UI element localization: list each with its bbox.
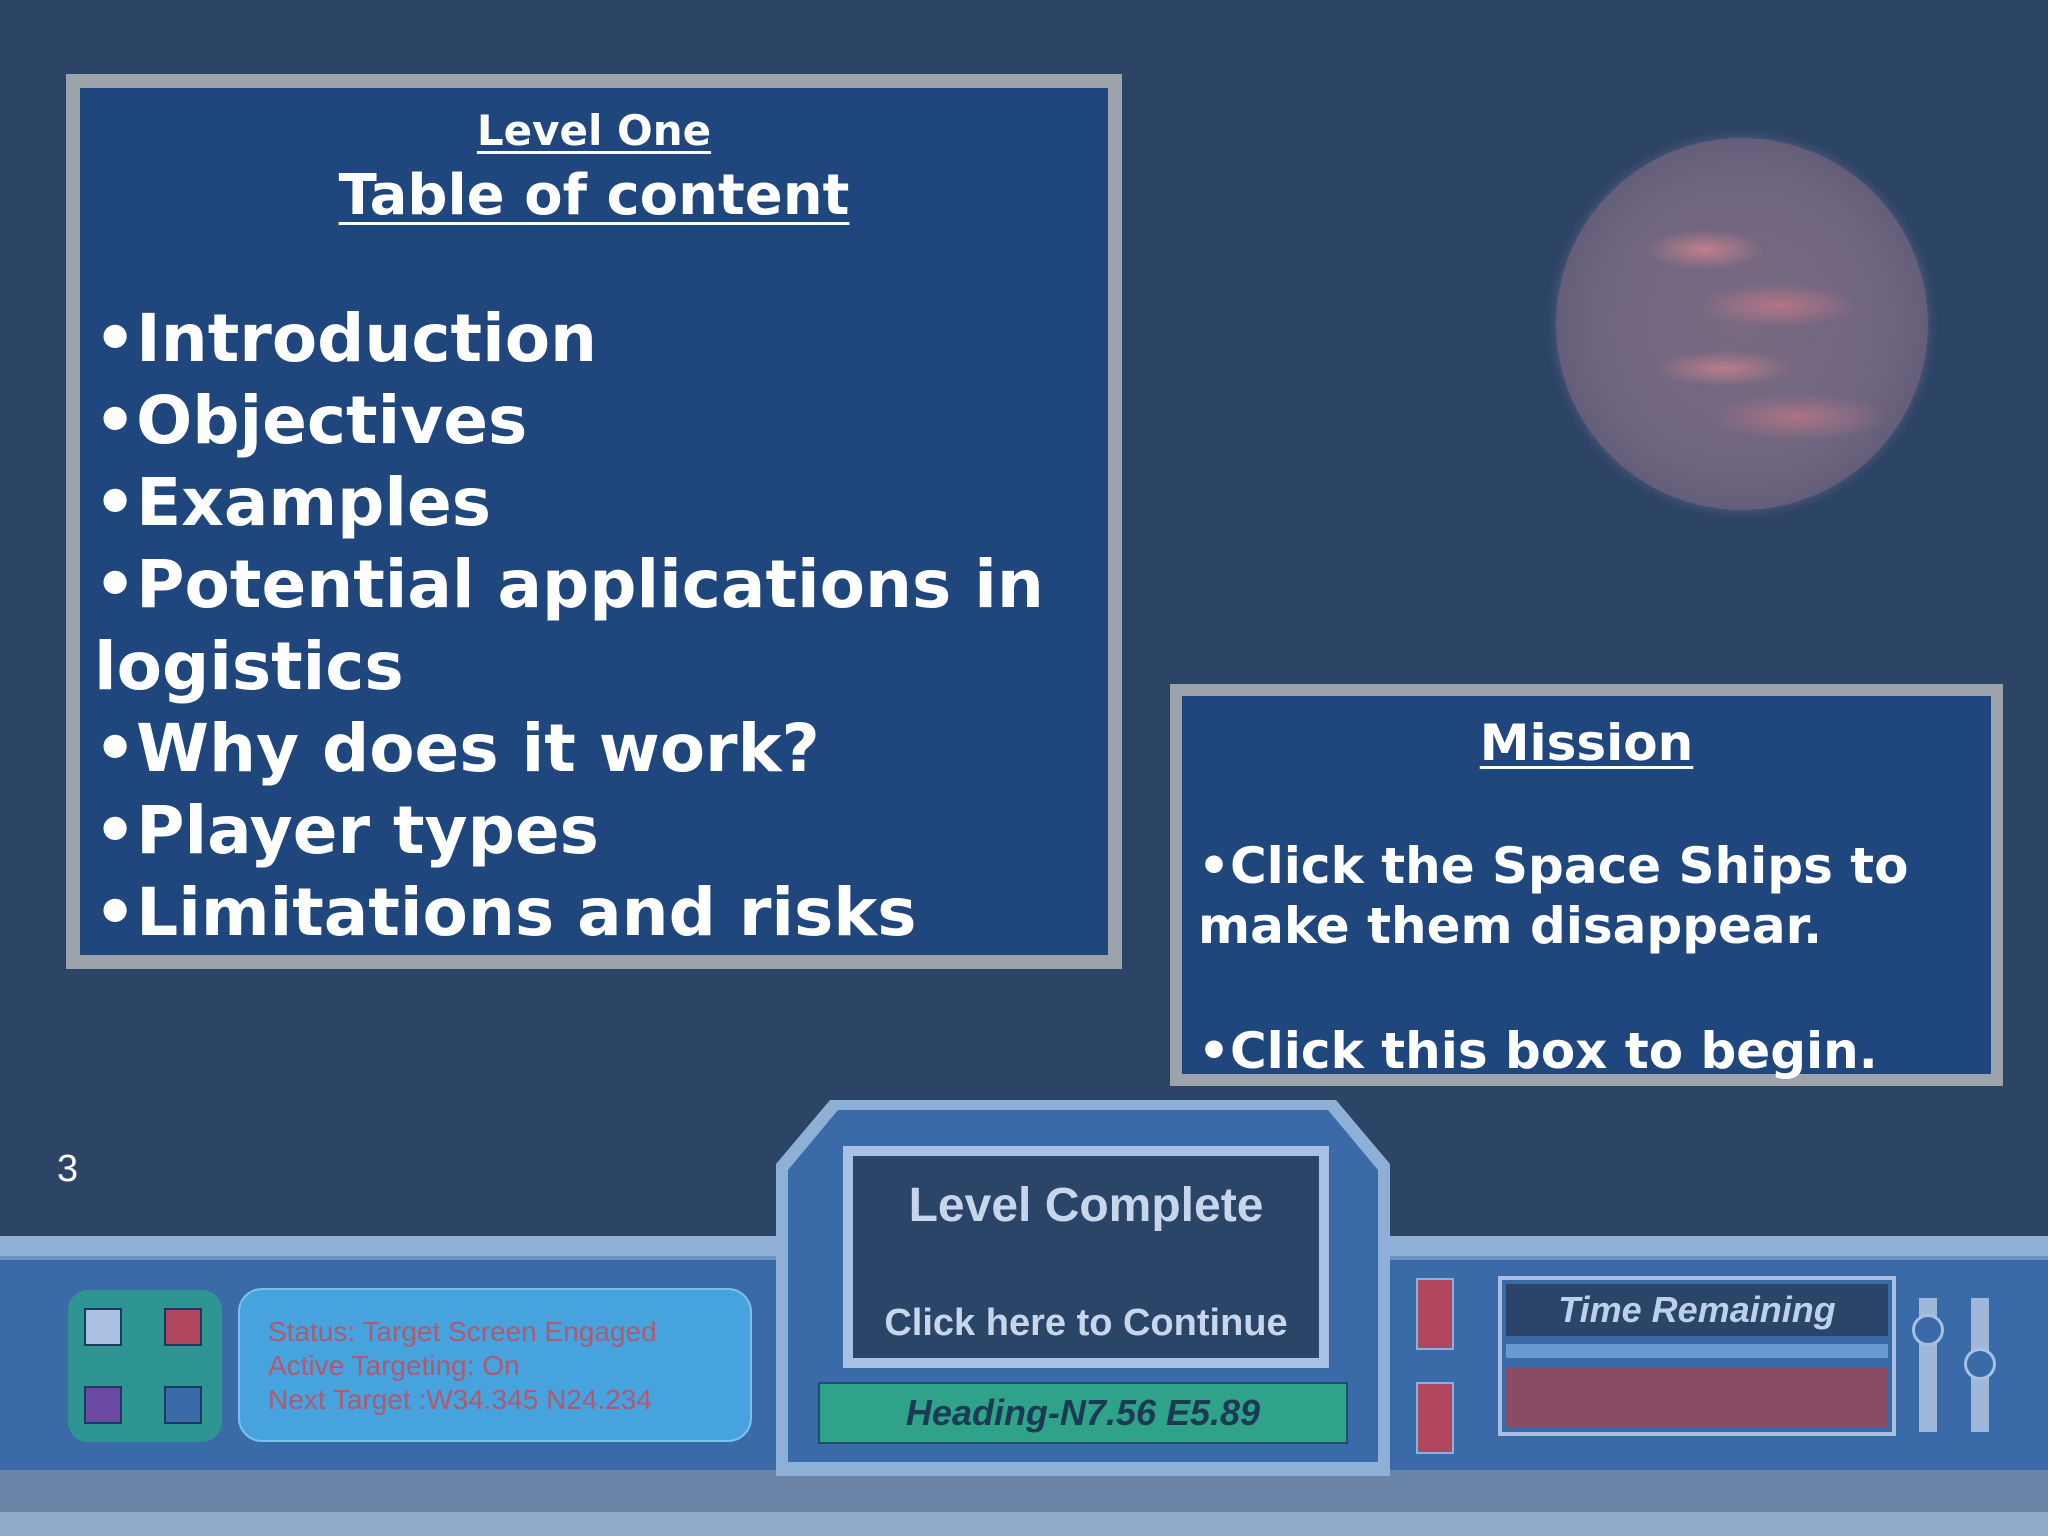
- control-button-purple[interactable]: [84, 1386, 122, 1424]
- slide-number: 3: [57, 1148, 79, 1190]
- level-heading: Level One: [476, 106, 712, 155]
- level-complete-screen[interactable]: Level Complete Click here to Continue: [843, 1146, 1329, 1368]
- mission-box[interactable]: Mission •Click the Space Ships to make t…: [1170, 684, 2003, 1086]
- toc-item-player-types: •Player types: [94, 792, 599, 869]
- table-of-contents-panel: Level One Table of content •Introduction…: [66, 74, 1122, 969]
- control-button-blue[interactable]: [164, 1386, 202, 1424]
- time-remaining-bar: [1506, 1368, 1888, 1428]
- mission-begin-text: •Click this box to begin.: [1198, 1022, 1878, 1080]
- control-button-pad: [68, 1290, 222, 1442]
- red-indicator-top: [1416, 1278, 1454, 1350]
- control-button-red[interactable]: [164, 1308, 202, 1346]
- slider-knob-left[interactable]: [1912, 1314, 1944, 1346]
- dashboard-floor: [0, 1470, 2048, 1520]
- slider-knob-right[interactable]: [1964, 1348, 1996, 1380]
- mission-title: Mission: [1479, 714, 1694, 772]
- continue-link[interactable]: Click here to Continue: [884, 1302, 1288, 1344]
- dashboard-edge: [0, 1512, 2048, 1536]
- toc-title: Table of content: [338, 163, 850, 228]
- status-line-active-targeting: Active Targeting: On: [268, 1350, 520, 1381]
- status-panel: Status: Target Screen Engaged Active Tar…: [238, 1288, 752, 1442]
- time-remaining-label: Time Remaining: [1506, 1284, 1888, 1336]
- status-line-next-target: Next Target :W34.345 N24.234: [268, 1384, 652, 1415]
- toc-item-potential-applications: •Potential applications in logistics: [94, 546, 1044, 705]
- toc-item-why-does-it-work: •Why does it work?: [94, 710, 820, 787]
- control-button-light-blue[interactable]: [84, 1308, 122, 1346]
- time-remaining-divider: [1506, 1344, 1888, 1358]
- heading-readout: Heading-N7.56 E5.89: [818, 1382, 1348, 1444]
- toc-item-examples: •Examples: [94, 464, 492, 541]
- mission-instruction: •Click the Space Ships to make them disa…: [1198, 837, 1909, 955]
- toc-item-introduction: •Introduction: [94, 300, 598, 377]
- status-line-target-screen: Status: Target Screen Engaged: [268, 1316, 657, 1347]
- red-indicator-bottom: [1416, 1382, 1454, 1454]
- toc-list: •Introduction •Objectives •Examples •Pot…: [94, 298, 1104, 954]
- planet-image: [1556, 138, 1928, 510]
- level-complete-title: Level Complete: [908, 1179, 1264, 1232]
- toc-item-objectives: •Objectives: [94, 382, 528, 459]
- time-remaining-panel: Time Remaining: [1498, 1276, 1896, 1436]
- toc-item-limitations-and-risks: •Limitations and risks: [94, 874, 917, 951]
